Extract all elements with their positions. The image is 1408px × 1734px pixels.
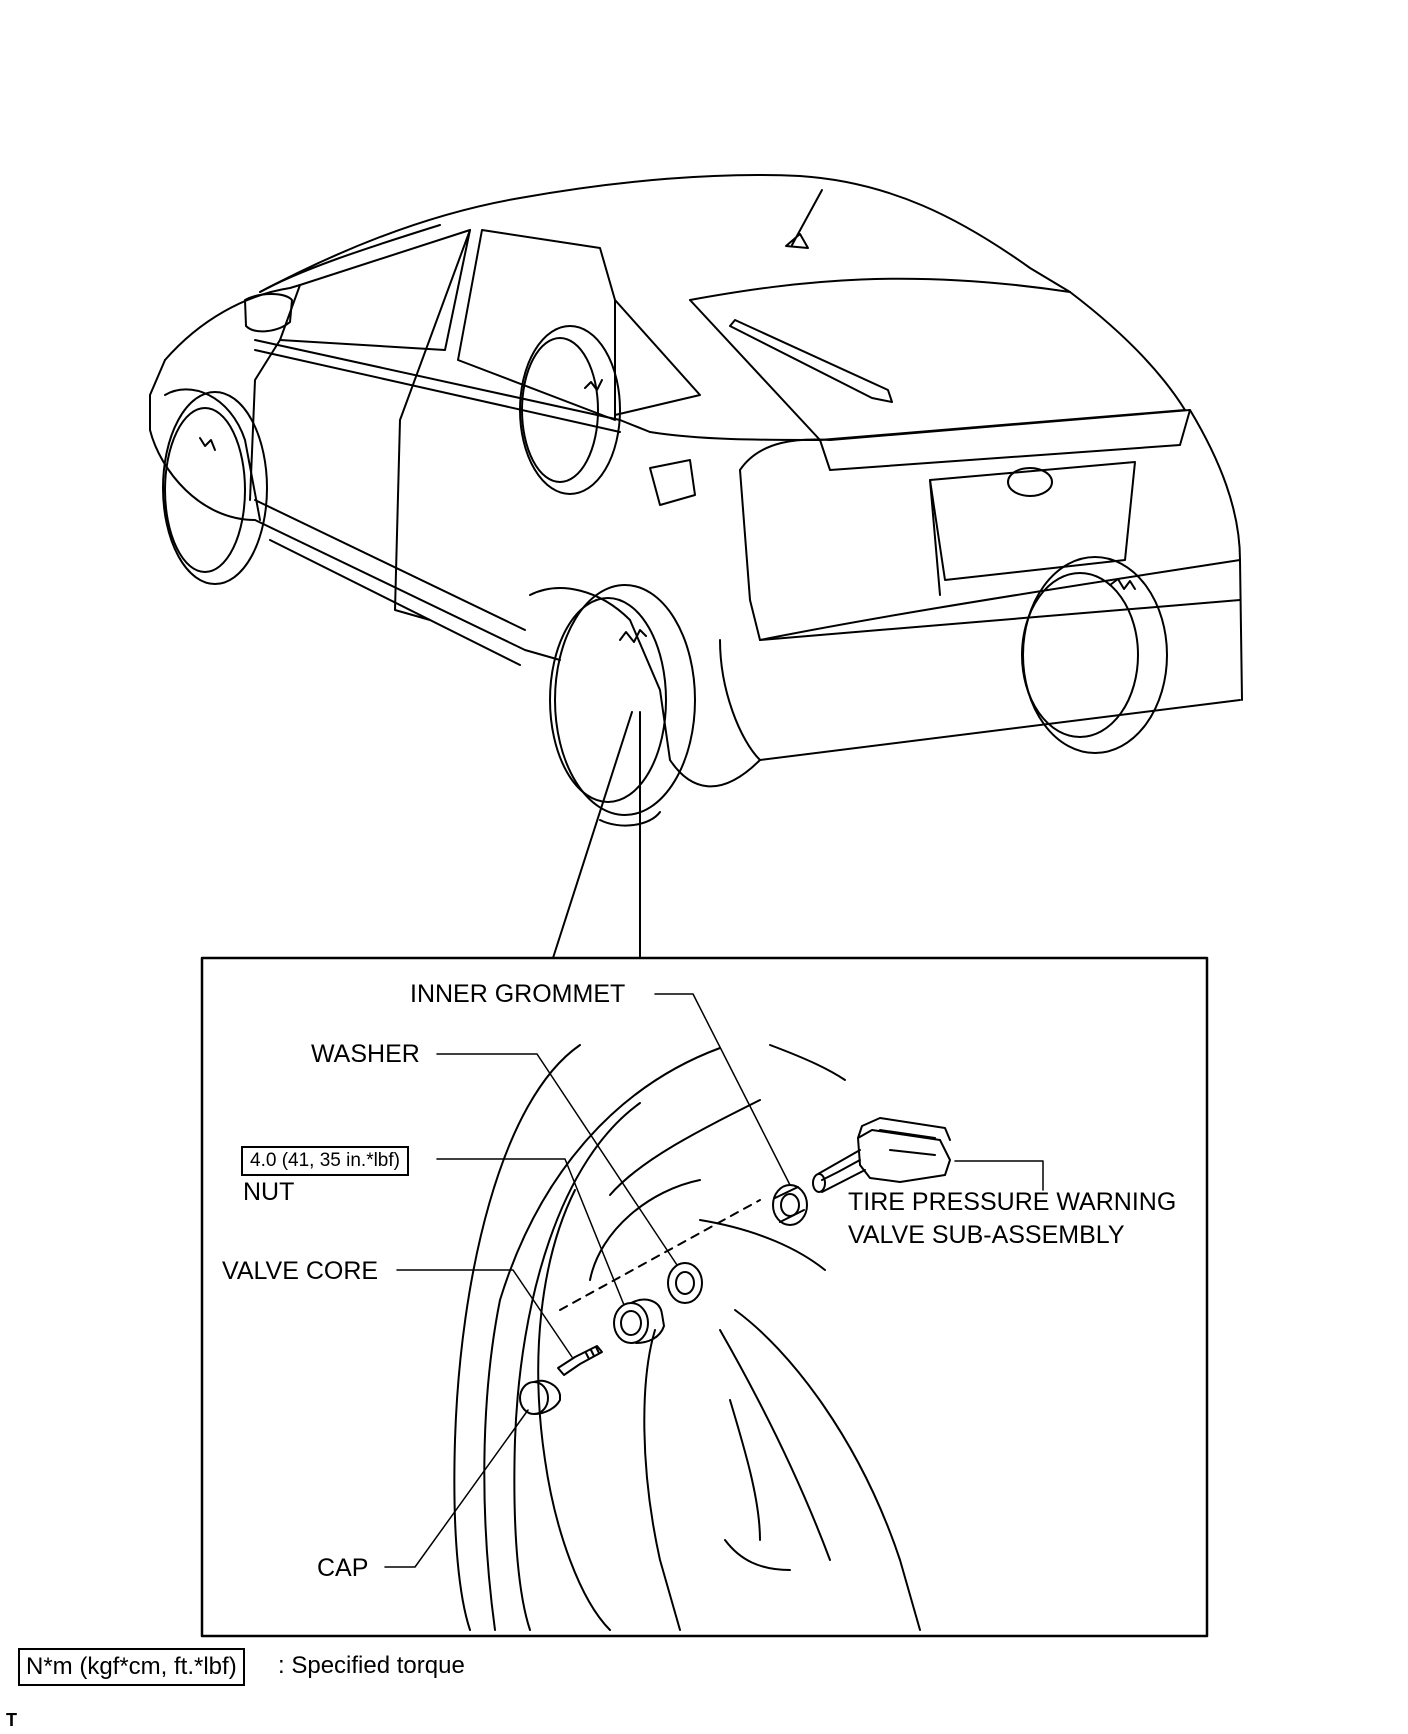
wheel-detail bbox=[453, 1044, 951, 1631]
inner-grommet-label: INNER GROMMET bbox=[410, 980, 626, 1008]
nut-label: NUT bbox=[243, 1178, 295, 1206]
car-illustration bbox=[149, 173, 1243, 827]
legend-unit-box: N*m (kgf*cm, ft.*lbf) bbox=[18, 1648, 245, 1686]
tpw-valve-label-line2: VALVE SUB-ASSEMBLY bbox=[848, 1221, 1125, 1249]
tpw-valve-label-line1: TIRE PRESSURE WARNING bbox=[848, 1188, 1177, 1216]
corner-mark: T bbox=[6, 1710, 17, 1730]
detail-box bbox=[200, 956, 1209, 1638]
legend-description: : Specified torque bbox=[278, 1652, 465, 1679]
leader-lines bbox=[384, 993, 1044, 1568]
callout-pointer bbox=[552, 711, 641, 959]
cap-label: CAP bbox=[317, 1554, 369, 1582]
washer-label: WASHER bbox=[311, 1040, 420, 1068]
torque-spec-box: 4.0 (41, 35 in.*lbf) bbox=[241, 1146, 409, 1176]
valve-core-label: VALVE CORE bbox=[222, 1257, 379, 1285]
